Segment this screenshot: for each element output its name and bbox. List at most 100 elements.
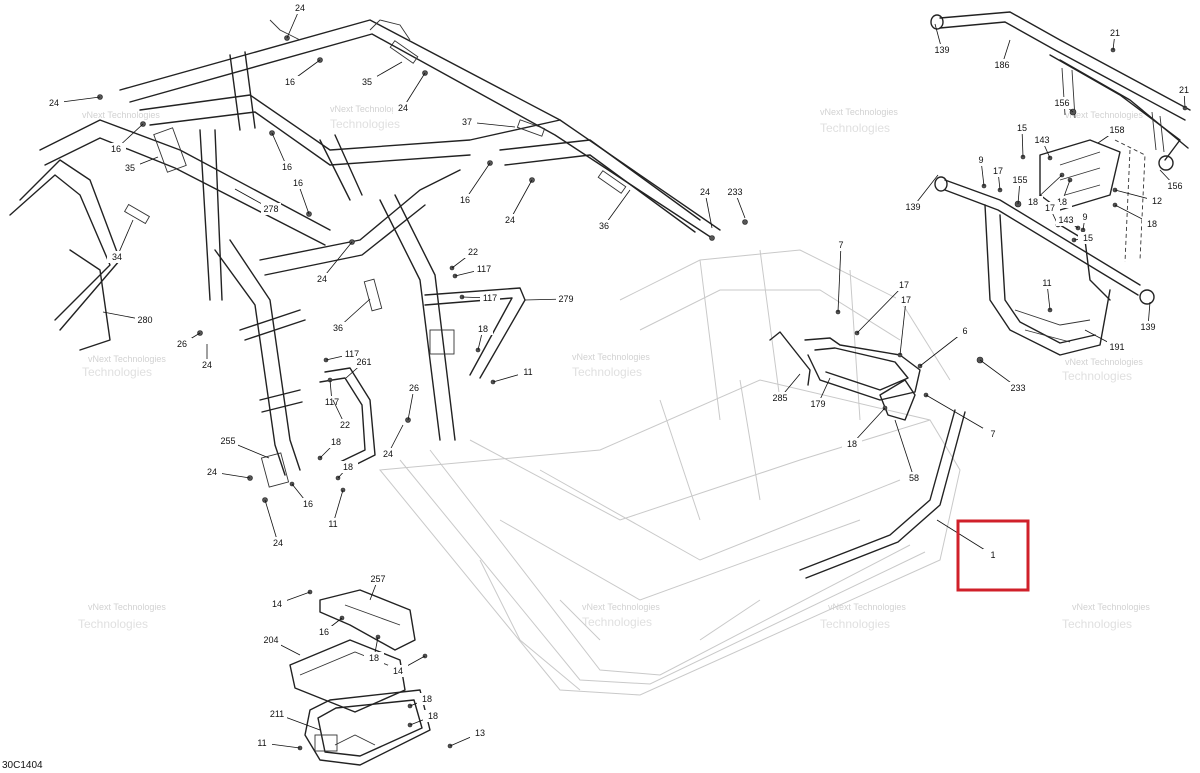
callout-16[interactable]: 16: [288, 177, 310, 215]
callout-204[interactable]: 204: [261, 634, 301, 656]
callout-number[interactable]: 11: [257, 738, 266, 748]
callout-186[interactable]: 186: [992, 39, 1012, 71]
callout-191[interactable]: 191: [1084, 329, 1127, 353]
callout-16[interactable]: 16: [455, 162, 491, 206]
callout-24[interactable]: 24: [378, 424, 404, 460]
callout-number[interactable]: 156: [1167, 181, 1182, 191]
callout-156[interactable]: 156: [1052, 97, 1074, 113]
callout-number[interactable]: 36: [333, 323, 343, 333]
callout-number[interactable]: 11: [328, 519, 337, 529]
callout-156[interactable]: 156: [1159, 169, 1185, 192]
callout-number[interactable]: 21: [1179, 85, 1189, 95]
callout-number[interactable]: 17: [1045, 203, 1055, 213]
callout-117[interactable]: 117: [461, 292, 500, 304]
callout-number[interactable]: 18: [847, 439, 857, 449]
callout-14[interactable]: 14: [388, 655, 426, 677]
callout-number[interactable]: 14: [393, 666, 403, 676]
callout-15[interactable]: 15: [1073, 232, 1098, 244]
callout-number[interactable]: 14: [272, 599, 282, 609]
callout-17[interactable]: 17: [988, 165, 1008, 191]
callout-7[interactable]: 7: [831, 239, 851, 313]
callout-11[interactable]: 11: [492, 366, 538, 383]
callout-35[interactable]: 35: [357, 61, 403, 88]
callout-number[interactable]: 24: [383, 449, 393, 459]
callout-22[interactable]: 22: [451, 246, 483, 269]
callout-number[interactable]: 24: [398, 103, 408, 113]
callout-117[interactable]: 117: [322, 379, 342, 408]
callout-number[interactable]: 17: [901, 295, 911, 305]
callout-158[interactable]: 158: [1097, 124, 1127, 144]
callout-number[interactable]: 139: [934, 45, 949, 55]
callout-261[interactable]: 261: [345, 356, 374, 379]
callout-6[interactable]: 6: [919, 325, 975, 367]
callout-number[interactable]: 16: [319, 627, 329, 637]
callout-number[interactable]: 7: [838, 240, 843, 250]
callout-11[interactable]: 11: [252, 737, 301, 749]
callout-11[interactable]: 11: [1037, 277, 1057, 311]
callout-number[interactable]: 6: [962, 326, 967, 336]
callout-24[interactable]: 24: [197, 344, 217, 371]
callout-number[interactable]: 24: [317, 274, 327, 284]
callout-number[interactable]: 278: [263, 204, 278, 214]
callout-16[interactable]: 16: [280, 59, 321, 88]
callout-37[interactable]: 37: [457, 116, 516, 128]
callout-number[interactable]: 179: [810, 399, 825, 409]
callout-number[interactable]: 139: [1140, 322, 1155, 332]
callout-number[interactable]: 257: [370, 574, 385, 584]
callout-13[interactable]: 13: [449, 727, 490, 747]
callout-number[interactable]: 18: [331, 437, 341, 447]
callout-18[interactable]: 18: [364, 636, 384, 664]
callout-number[interactable]: 255: [220, 436, 235, 446]
callout-9[interactable]: 9: [971, 154, 991, 187]
callout-number[interactable]: 24: [295, 3, 305, 13]
callout-number[interactable]: 16: [293, 178, 303, 188]
callout-24[interactable]: 24: [44, 96, 101, 109]
callout-number[interactable]: 26: [409, 383, 419, 393]
callout-17[interactable]: 17: [856, 279, 914, 334]
callout-number[interactable]: 143: [1034, 135, 1049, 145]
callout-number[interactable]: 7: [990, 429, 995, 439]
callout-number[interactable]: 117: [325, 397, 339, 407]
callout-24[interactable]: 24: [286, 2, 310, 39]
callout-255[interactable]: 255: [218, 435, 270, 459]
callout-number[interactable]: 18: [1147, 219, 1157, 229]
callout-number[interactable]: 233: [1010, 383, 1025, 393]
callout-36[interactable]: 36: [328, 298, 371, 334]
callout-21[interactable]: 21: [1105, 27, 1125, 51]
callout-number[interactable]: 11: [523, 367, 532, 377]
callout-18[interactable]: 18: [337, 461, 358, 479]
callout-number[interactable]: 117: [477, 264, 491, 274]
callout-number[interactable]: 204: [263, 635, 278, 645]
callout-257[interactable]: 257: [368, 573, 388, 601]
callout-number[interactable]: 191: [1109, 342, 1124, 352]
callout-number[interactable]: 155: [1012, 175, 1027, 185]
callout-number[interactable]: 15: [1017, 123, 1027, 133]
callout-22[interactable]: 22: [332, 399, 355, 431]
callout-number[interactable]: 261: [356, 357, 371, 367]
callout-24[interactable]: 24: [264, 499, 288, 549]
callout-number[interactable]: 35: [362, 77, 372, 87]
callout-number[interactable]: 143: [1058, 215, 1073, 225]
callout-number[interactable]: 279: [558, 294, 573, 304]
callout-number[interactable]: 16: [285, 77, 295, 87]
callout-number[interactable]: 9: [1082, 212, 1087, 222]
callout-26[interactable]: 26: [172, 332, 201, 350]
callout-number[interactable]: 18: [369, 653, 379, 663]
callout-number[interactable]: 156: [1054, 98, 1069, 108]
callout-number[interactable]: 24: [49, 98, 59, 108]
callout-number[interactable]: 17: [899, 280, 909, 290]
callout-number[interactable]: 22: [340, 420, 350, 430]
callout-1[interactable]: 1: [936, 519, 1003, 561]
callout-number[interactable]: 158: [1109, 125, 1124, 135]
callout-number[interactable]: 17: [993, 166, 1003, 176]
callout-211[interactable]: 211: [267, 708, 321, 731]
callout-number[interactable]: 24: [505, 215, 515, 225]
callout-number[interactable]: 37: [462, 117, 472, 127]
callout-16[interactable]: 16: [271, 132, 297, 173]
callout-number[interactable]: 18: [1028, 197, 1038, 207]
callout-18[interactable]: 18: [1114, 204, 1162, 230]
callout-14[interactable]: 14: [267, 591, 311, 610]
callout-24[interactable]: 24: [393, 72, 426, 114]
callout-233[interactable]: 233: [979, 359, 1028, 394]
callout-143[interactable]: 143: [1056, 214, 1079, 229]
